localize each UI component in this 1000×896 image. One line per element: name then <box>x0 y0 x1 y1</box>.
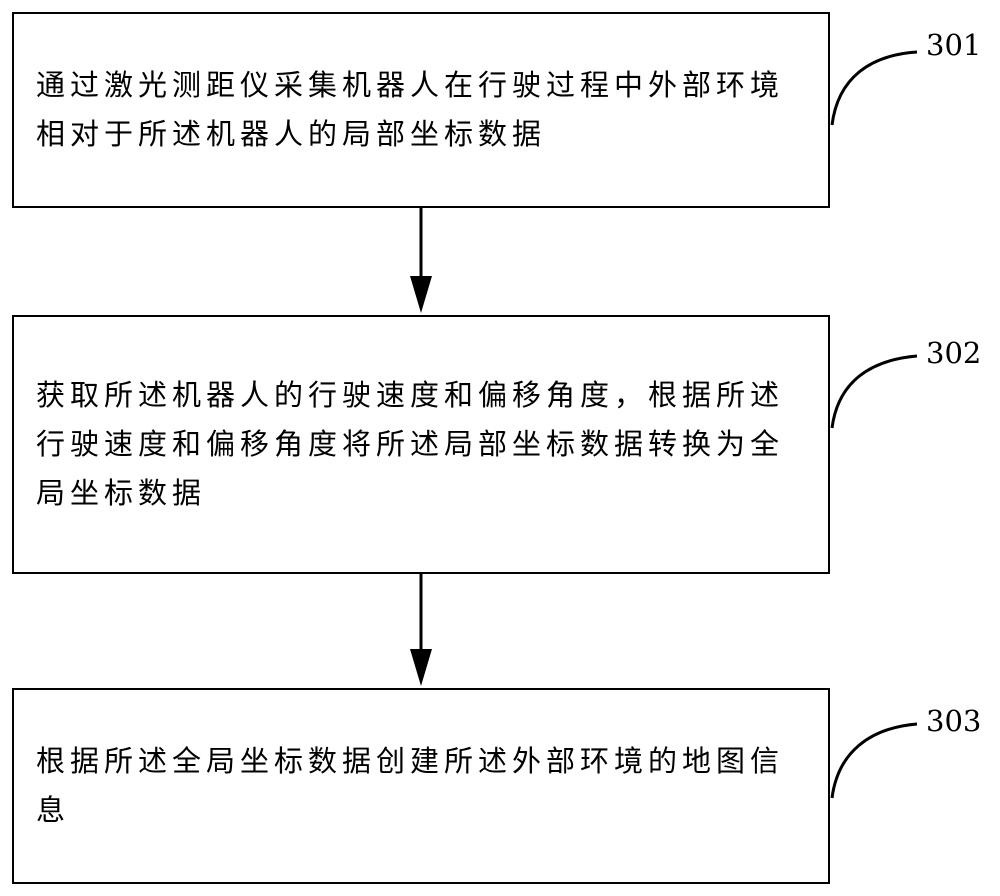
arrow-302-to-303 <box>410 574 432 686</box>
step-box-303: 根据所述全局坐标数据创建所述外部环境的地图信息 <box>12 688 830 884</box>
step-text-302: 获取所述机器人的行驶速度和偏移角度，根据所述行驶速度和偏移角度将所述局部坐标数据… <box>36 378 785 510</box>
step-label-302: 302 <box>926 336 982 370</box>
leader-line-302 <box>830 354 918 429</box>
step-label-303: 303 <box>926 704 982 738</box>
leader-line-301 <box>830 50 918 126</box>
step-text-301: 通过激光测距仪采集机器人在行驶过程中外部环境相对于所述机器人的局部坐标数据 <box>36 68 785 151</box>
leader-line-303 <box>830 722 918 799</box>
step-label-301: 301 <box>926 28 982 62</box>
step-box-302: 获取所述机器人的行驶速度和偏移角度，根据所述行驶速度和偏移角度将所述局部坐标数据… <box>12 315 830 574</box>
step-box-301: 通过激光测距仪采集机器人在行驶过程中外部环境相对于所述机器人的局部坐标数据 <box>12 12 830 208</box>
arrow-301-to-302 <box>410 208 432 313</box>
step-text-303: 根据所述全局坐标数据创建所述外部环境的地图信息 <box>36 744 785 827</box>
